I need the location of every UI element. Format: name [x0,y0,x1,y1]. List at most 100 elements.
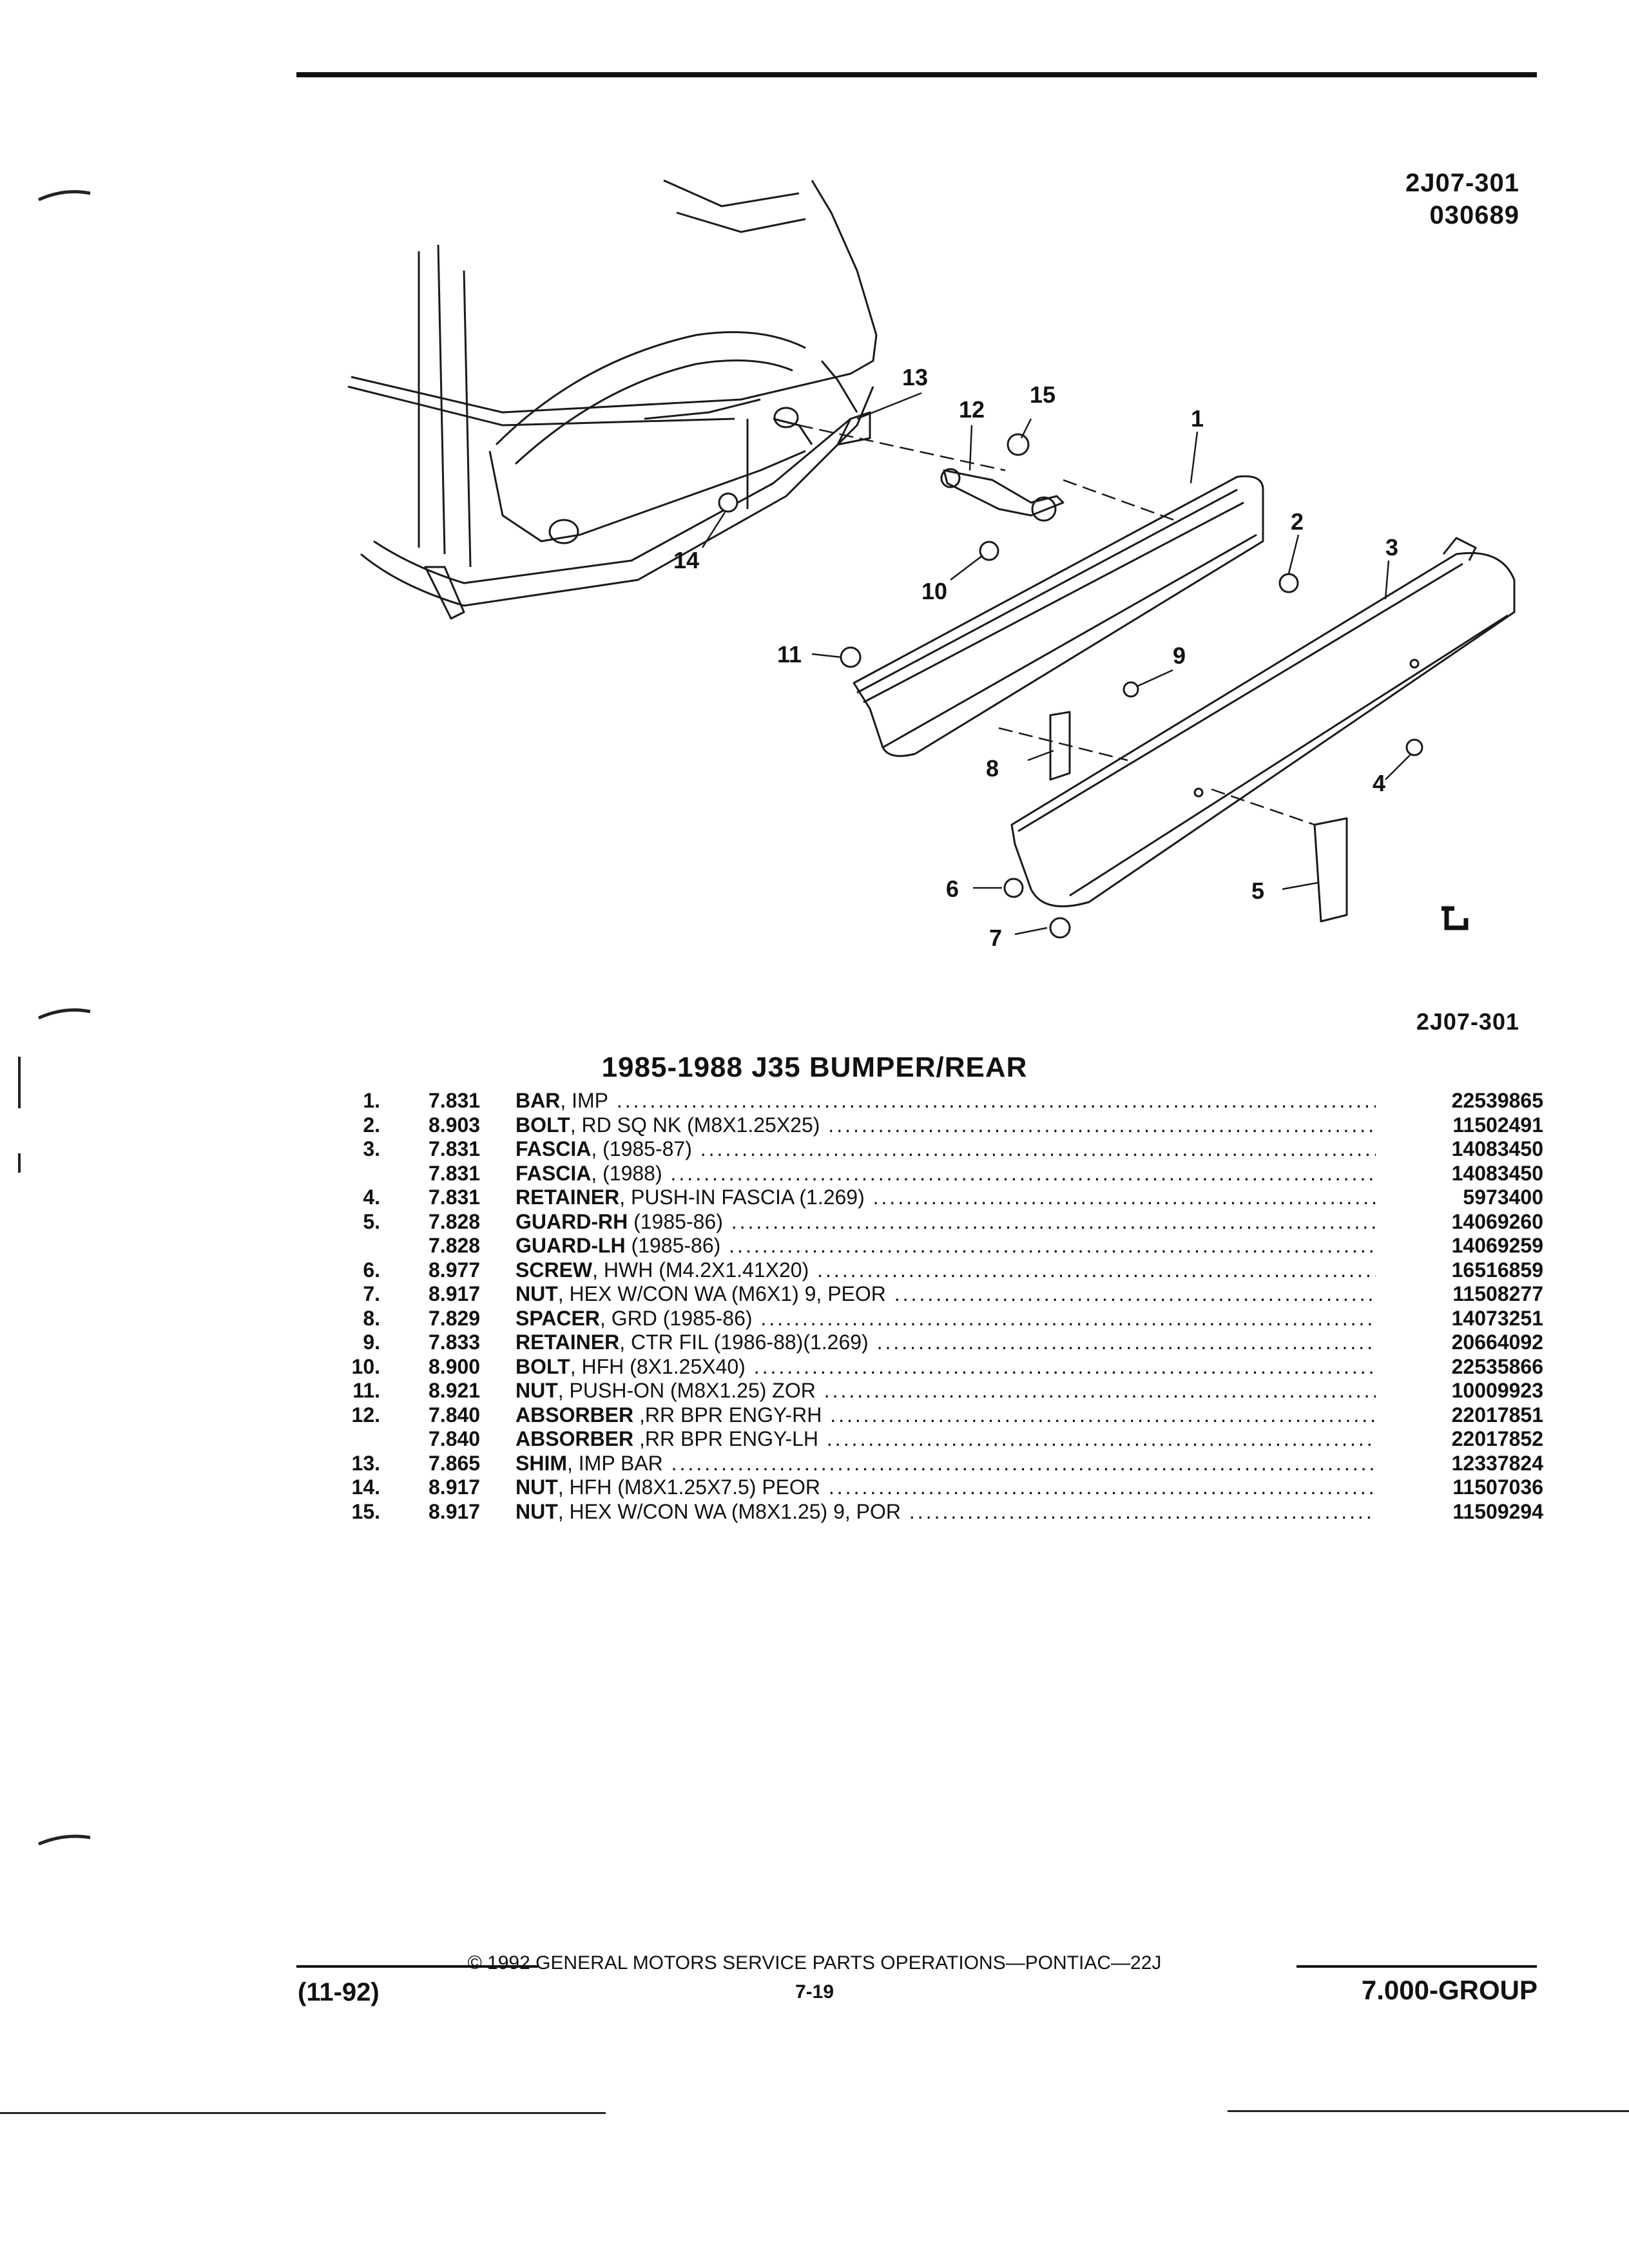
part-detail: , HEX W/CON WA (M6X1) 9, PEOR [557,1282,886,1305]
bolt [1278,573,1299,593]
item-number: 12. [351,1403,380,1427]
item-number: 7. [363,1282,380,1305]
revision-date: (11-92) [298,1978,380,2006]
parts-row: 13. 7.865 SHIM, IMP BAR ..................… [335,1452,1543,1476]
leader-dots: ........................................… [729,1234,1376,1257]
bolt [979,541,999,561]
callout-14: 14 [673,547,699,573]
parts-row: 6. 8.977 SCREW, HWH (M4.2X1.41X20) .......… [335,1258,1543,1283]
car-body-illustration [347,179,878,620]
group-number: 7.865 [429,1451,481,1475]
part-name: BOLT [516,1354,570,1378]
part-number: 14073251 [1451,1306,1543,1330]
punch-mark [37,190,91,202]
guard [1313,817,1348,923]
footer-rule-right [1296,1965,1537,1968]
part-detail: (1985-86) [628,1209,723,1233]
part-description: SCREW, HWH (M4.2X1.41X20) ..............… [516,1258,1376,1283]
part-number: 11509294 [1452,1499,1543,1523]
part-description: BOLT, RD SQ NK (M8X1.25X25) ............… [516,1113,1376,1138]
callout-3: 3 [1385,534,1398,561]
section-title: 1985-1988 J35 BUMPER/REAR [601,1052,1028,1083]
item-number: 3. [363,1137,380,1160]
group-number: 7.831 [429,1161,481,1185]
margin-marks [18,190,91,1846]
callout-9: 9 [1173,642,1186,669]
mounting-lines [798,424,1315,826]
group-number: 8.977 [429,1258,481,1282]
leader-dots: ........................................… [909,1499,1376,1523]
leader-dots: ........................................… [830,1403,1376,1427]
parts-row: 8. 7.829 SPACER, GRD (1985-86) ...........… [335,1307,1543,1331]
group-number: 7.829 [429,1306,481,1330]
part-description: GUARD-LH (1985-86) .....................… [516,1234,1376,1258]
part-detail: (1985-86) [625,1234,721,1257]
item-number: 15. [351,1499,380,1523]
leader-dots: ........................................… [670,1161,1376,1185]
group-number: 8.917 [429,1499,481,1523]
part-number: 11508277 [1452,1282,1543,1305]
item-number: 4. [363,1186,380,1209]
part-number: 11502491 [1452,1113,1543,1137]
leader-dots: ........................................… [828,1113,1376,1137]
part-description: RETAINER, CTR FIL (1986-88)(1.269) .....… [516,1331,1376,1355]
copyright-notice: © 1992 GENERAL MOTORS SERVICE PARTS OPER… [467,1952,1162,1974]
part-detail: , RD SQ NK (M8X1.25X25) [570,1113,820,1137]
item-number: 13. [351,1451,380,1475]
reference-code: 2J07-301 [1405,169,1519,197]
part-description: RETAINER, PUSH-IN FASCIA (1.269) .......… [516,1186,1376,1210]
leader-dots: ........................................… [731,1209,1376,1233]
part-description: SPACER, GRD (1985-86) ..................… [516,1307,1376,1331]
callout-5: 5 [1251,878,1264,904]
fasteners [718,433,1423,939]
scan-edge-line [0,2112,606,2114]
part-name: BOLT [516,1113,570,1137]
leader-dots: ........................................… [700,1137,1376,1160]
part-detail: , (1988) [591,1161,662,1185]
part-detail: ,RR BPR ENGY-LH [633,1427,819,1450]
callout-11: 11 [777,641,802,668]
part-number: 22539865 [1451,1089,1543,1112]
part-description: SHIM, IMP BAR ..........................… [516,1452,1376,1476]
group-number: 8.903 [429,1113,481,1137]
item-number: 9. [363,1331,380,1354]
punch-mark [37,1008,91,1020]
item-number: 14. [351,1475,380,1499]
part-description: ABSORBER ,RR BPR ENGY-LH ...............… [516,1427,1376,1452]
screw [1003,878,1024,898]
part-number: 14069259 [1451,1234,1543,1257]
leader-lines [701,392,1412,936]
callout-10: 10 [921,578,947,604]
item-number: 8. [363,1306,380,1330]
part-number: 10009923 [1451,1379,1543,1402]
callout-12: 12 [959,396,985,423]
part-description: ABSORBER ,RR BPR ENGY-RH ...............… [516,1403,1376,1428]
leader-dots: ........................................… [753,1354,1376,1378]
leader-dots: ........................................… [872,1186,1376,1209]
item-number: 6. [363,1258,380,1282]
part-detail: , GRD (1985-86) [599,1306,753,1330]
part-detail: , HWH (M4.2X1.41X20) [592,1258,809,1282]
part-name: FASCIA [516,1137,592,1160]
reference-date: 030689 [1429,201,1519,229]
callout-2: 2 [1291,508,1304,535]
group-number: 7.840 [429,1427,481,1450]
part-description: FASCIA, (1988) .........................… [516,1162,1376,1186]
leader-dots: ........................................… [828,1475,1376,1499]
part-name: ABSORBER [516,1427,634,1450]
part-number: 14083450 [1451,1137,1543,1160]
leader-dots: ........................................… [616,1089,1376,1112]
part-name: SPACER [516,1306,600,1330]
part-description: NUT, HEX W/CON WA (M6X1) 9, PEOR .......… [516,1282,1376,1307]
part-description: NUT, PUSH-ON (M8X1.25) ZOR .............… [516,1379,1376,1403]
group-number: 8.900 [429,1354,481,1378]
group-number: 7.831 [429,1186,481,1209]
callout-15: 15 [1030,381,1055,408]
top-rule [296,72,1537,77]
